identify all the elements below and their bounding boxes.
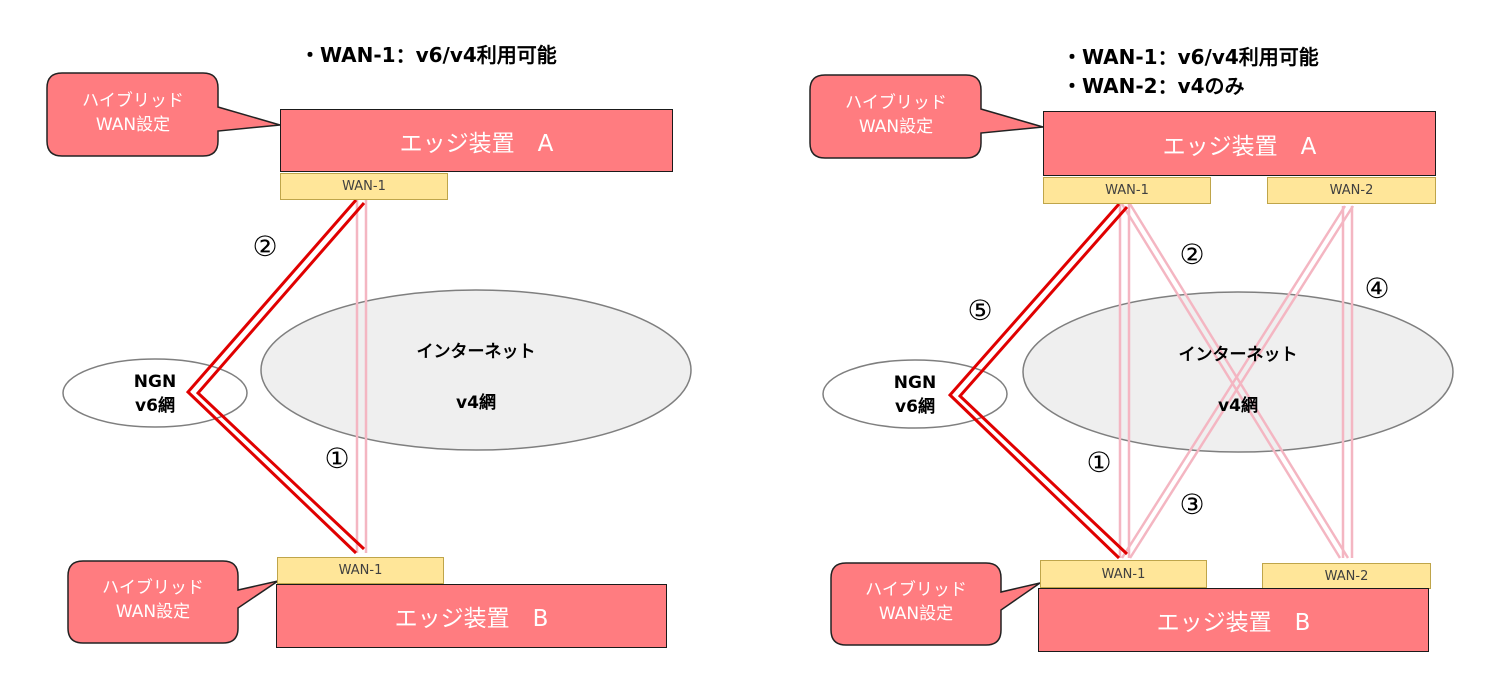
port-a-wan1-left: WAN-1 — [280, 173, 448, 200]
title-line-right-1: ・WAN-1：v6/v4利用可能 — [1062, 45, 1319, 69]
title-line-left-1: ・WAN-1：v6/v4利用可能 — [300, 43, 557, 67]
callout-line: ハイブリッド — [102, 578, 204, 598]
callout-line: WAN設定 — [878, 604, 954, 624]
port-b-wan1-right: WAN-1 — [1040, 560, 1207, 588]
route-2-right — [1120, 203, 1350, 559]
callout-top-right — [809, 74, 1044, 159]
device-label: エッジ装置 B — [1156, 610, 1311, 636]
route-5-right — [947, 203, 1129, 560]
ngn-line: NGN — [133, 372, 177, 392]
ngn-cloud-right — [822, 359, 1008, 429]
route-label-1-right: ① — [1086, 446, 1112, 479]
route-label-3-right: ③ — [1179, 488, 1205, 521]
callout-text-bottom-right: ハイブリッド WAN設定 — [841, 578, 991, 626]
route-label-5-right: ⑤ — [967, 294, 993, 327]
route-2-left — [185, 199, 366, 555]
v4-label-right: v4網 — [1218, 396, 1258, 416]
device-label: エッジ装置 B — [394, 606, 549, 632]
internet-cloud-left — [260, 289, 692, 451]
route-label-2-right: ② — [1179, 238, 1205, 271]
callout-bottom-right — [830, 562, 1041, 646]
route-3-right — [1120, 205, 1355, 559]
route-1-left — [355, 200, 368, 553]
callout-line: ハイブリッド — [82, 91, 184, 111]
callout-line: ハイブリッド — [845, 93, 947, 113]
ngn-line: NGN — [893, 373, 937, 393]
route-label-1-left: ① — [324, 442, 350, 475]
callout-text-top-left: ハイブリッド WAN設定 — [58, 89, 208, 137]
device-label: エッジ装置 A — [1162, 133, 1317, 160]
ngn-label-right: NGN v6網 — [865, 371, 965, 419]
internet-cloud-right — [1022, 291, 1454, 453]
edge-device-a-right: エッジ装置 A — [1043, 111, 1436, 176]
callout-bottom-left — [67, 560, 279, 644]
internet-label-left: インターネット — [416, 342, 536, 362]
callout-text-top-right: ハイブリッド WAN設定 — [821, 91, 971, 139]
callout-line: WAN設定 — [115, 602, 191, 622]
route-label-4-right: ④ — [1364, 272, 1390, 305]
callout-line: WAN設定 — [858, 117, 934, 137]
route-4-right — [1341, 206, 1354, 558]
ngn-line: v6網 — [135, 396, 175, 416]
route-1-right — [1118, 204, 1131, 558]
edge-device-b-right: エッジ装置 B — [1038, 588, 1429, 652]
callout-top-left — [46, 72, 281, 157]
title-line-right-2: ・WAN-2：v4のみ — [1062, 74, 1245, 98]
ngn-line: v6網 — [895, 397, 935, 417]
v4-label-left: v4網 — [456, 393, 496, 413]
callout-line: ハイブリッド — [865, 580, 967, 600]
edge-device-a-left: エッジ装置 A — [280, 109, 673, 172]
port-a-wan1-right: WAN-1 — [1043, 177, 1211, 204]
route-label-2-left: ② — [252, 230, 278, 263]
port-b-wan1-left: WAN-1 — [277, 557, 444, 584]
ngn-label-left: NGN v6網 — [105, 370, 205, 418]
port-b-wan2-right: WAN-2 — [1262, 563, 1431, 589]
port-a-wan2-right: WAN-2 — [1267, 177, 1436, 204]
callout-text-bottom-left: ハイブリッド WAN設定 — [78, 576, 228, 624]
edge-device-b-left: エッジ装置 B — [276, 584, 667, 648]
internet-label-right: インターネット — [1178, 345, 1298, 365]
callout-line: WAN設定 — [95, 115, 171, 135]
device-label: エッジ装置 A — [399, 130, 554, 157]
